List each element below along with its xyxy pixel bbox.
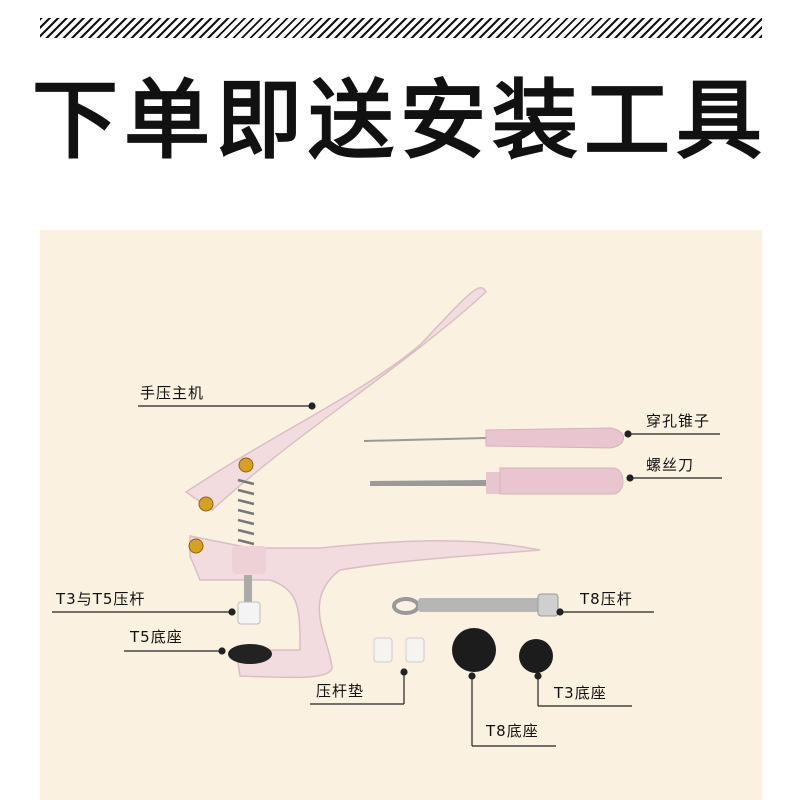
label-awl: 穿孔锥子 <box>646 412 711 430</box>
plier-upper-handle <box>184 287 487 511</box>
rivet-top <box>238 457 254 473</box>
label-main-tool: 手压主机 <box>140 384 205 402</box>
t8-base-cap <box>452 628 496 672</box>
label-t3-base: T3底座 <box>554 684 607 702</box>
rivet-pivot <box>188 538 204 554</box>
punch-pad-2 <box>405 637 425 663</box>
screwdriver-shaft <box>370 480 488 486</box>
awl-handle <box>485 427 624 449</box>
label-t5-base: T5底座 <box>130 628 183 646</box>
t5-base-disc <box>228 644 272 664</box>
screwdriver-handle <box>499 467 624 495</box>
product-panel <box>40 230 762 800</box>
t8-rod-end <box>537 593 559 617</box>
plier-pivot-block <box>232 546 266 574</box>
awl-needle <box>363 437 487 442</box>
t3-base-cap <box>519 639 553 673</box>
label-punch-pad: 压杆垫 <box>316 682 365 700</box>
plier-body <box>189 535 541 679</box>
label-screwdriver: 螺丝刀 <box>646 456 695 474</box>
t8-rod-shaft <box>418 598 540 612</box>
label-t3-t5-punch: T3与T5压杆 <box>56 590 146 608</box>
punch-tip <box>237 601 261 625</box>
hatch-stripe-decoration <box>40 18 762 38</box>
punch-pad-1 <box>373 637 393 663</box>
rivet-left <box>198 496 214 512</box>
t8-rod-loop <box>392 597 420 615</box>
page-title: 下单即送安装工具 <box>32 71 768 171</box>
spring <box>237 478 255 546</box>
label-t8-base: T8底座 <box>486 722 539 740</box>
punch-rod <box>244 575 252 605</box>
screwdriver-collar <box>486 472 500 494</box>
label-t8-punch: T8压杆 <box>580 590 633 608</box>
